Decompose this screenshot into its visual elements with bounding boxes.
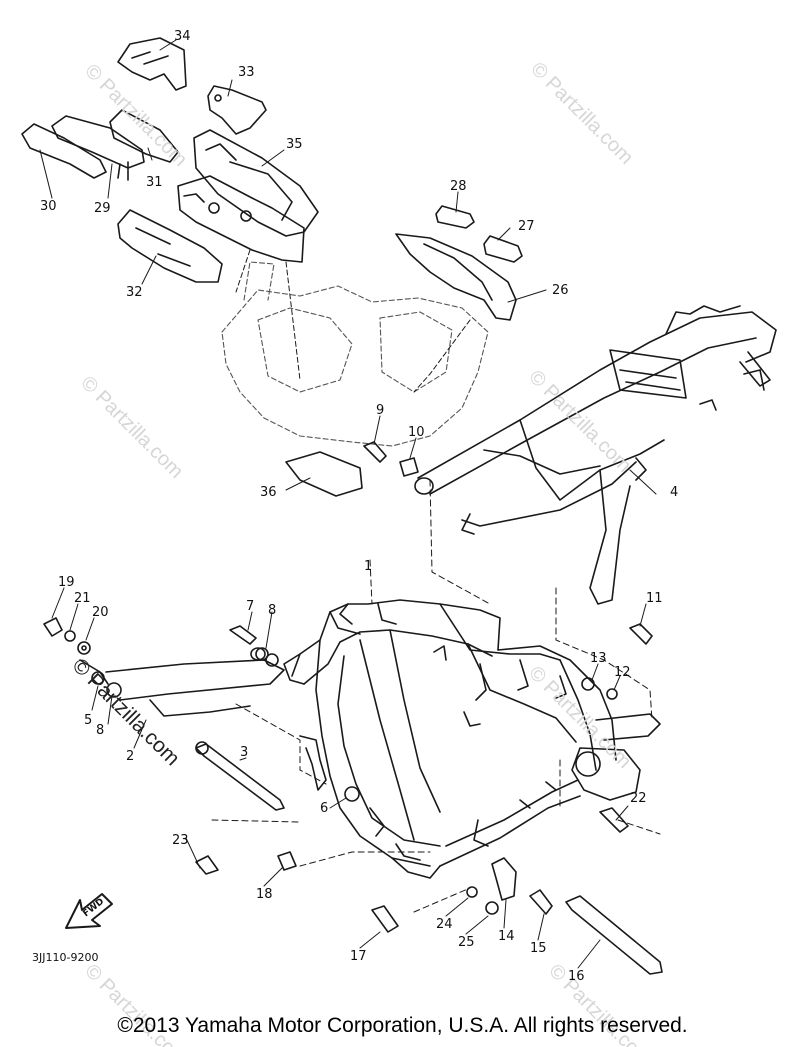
- callout-3: 3: [240, 745, 249, 760]
- callout-13: 13: [590, 651, 607, 666]
- cover-33: [207, 85, 267, 135]
- cover-29: [51, 115, 145, 169]
- engine-mount-front: [105, 647, 285, 717]
- callout-12: 12: [614, 665, 631, 680]
- cover-31: [109, 109, 179, 163]
- callout-30: 30: [40, 199, 57, 214]
- part-code: 3JJ110-9200: [32, 951, 99, 964]
- callout-27: 27: [518, 219, 535, 234]
- callout-16: 16: [568, 969, 585, 984]
- callout-8-lower: 8: [96, 723, 105, 738]
- grommet-28: [435, 205, 475, 229]
- bolt-16: [565, 895, 663, 975]
- callout-8: 8: [268, 603, 277, 618]
- small-fasteners: [43, 441, 653, 933]
- callout-20: 20: [92, 605, 109, 620]
- callout-36: 36: [260, 485, 277, 500]
- cover-32: [117, 209, 223, 283]
- cover-34: [117, 37, 187, 91]
- callout-15: 15: [530, 941, 547, 956]
- callout-35: 35: [286, 137, 303, 152]
- heat-shield-35-lower: [177, 175, 305, 263]
- engine-ghost-outline: [221, 261, 489, 447]
- callout-9: 9: [376, 403, 385, 418]
- callout-29: 29: [94, 201, 111, 216]
- callout-33: 33: [238, 65, 255, 80]
- callout-11: 11: [646, 591, 663, 606]
- callout-17: 17: [350, 949, 367, 964]
- callout-4: 4: [670, 485, 679, 500]
- callout-14: 14: [498, 929, 515, 944]
- cover-26: [395, 233, 517, 321]
- callout-28: 28: [450, 179, 467, 194]
- rear-cover-group: [395, 205, 523, 393]
- callout-18: 18: [256, 887, 273, 902]
- fwd-arrow: [65, 893, 113, 929]
- main-frame: [283, 599, 661, 879]
- callout-22: 22: [630, 791, 647, 806]
- callout-19: 19: [58, 575, 75, 590]
- rear-frame-4: [414, 305, 777, 605]
- callout-32: 32: [126, 285, 143, 300]
- callout-26: 26: [552, 283, 569, 298]
- callout-25: 25: [458, 935, 475, 950]
- callout-2: 2: [126, 749, 135, 764]
- copyright-notice: ©2013 Yamaha Motor Corporation, U.S.A. A…: [117, 1014, 688, 1037]
- callout-5: 5: [84, 713, 93, 728]
- assembly-lines: [211, 479, 661, 913]
- callout-10: 10: [408, 425, 425, 440]
- callout-21: 21: [74, 591, 91, 606]
- callout-34: 34: [174, 29, 191, 44]
- callout-31: 31: [146, 175, 163, 190]
- callout-24: 24: [436, 917, 453, 932]
- grommet-27: [483, 235, 523, 263]
- cover-30: [21, 123, 107, 179]
- callout-23: 23: [172, 833, 189, 848]
- plate-36: [285, 451, 363, 497]
- callout-6: 6: [320, 801, 329, 816]
- leader-lines: [39, 39, 657, 969]
- callout-7: 7: [246, 599, 255, 614]
- callout-1: 1: [364, 559, 373, 574]
- side-covers-group: [21, 37, 319, 381]
